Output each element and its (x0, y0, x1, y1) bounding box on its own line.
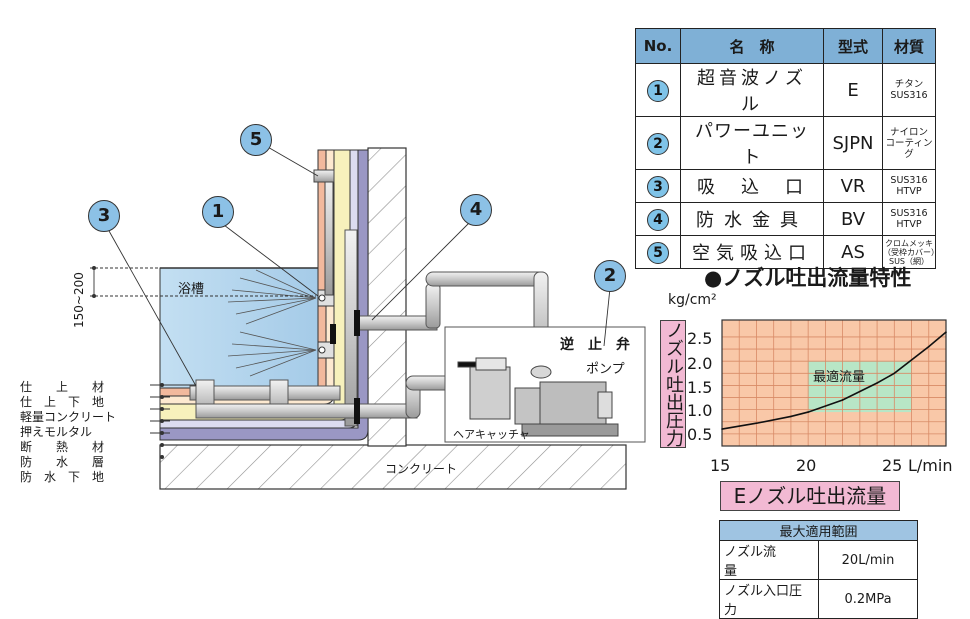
row-number-badge: 1 (647, 79, 669, 102)
concrete-label: コンクリート (385, 462, 458, 476)
callout-2: 2 (594, 260, 626, 292)
row-type: BV (823, 202, 883, 236)
row-number-badge: 3 (647, 175, 669, 198)
row-material: クロムメッキ（受枠カバー）SUS（網） (882, 235, 939, 269)
row-type: E (823, 63, 883, 117)
wall-fitting-lower (354, 398, 360, 424)
y-tick-label: 1.5 (687, 378, 713, 397)
optimal-flow-label: 最適流量 (813, 370, 866, 385)
x-tick-label: 15 (710, 456, 731, 475)
callout-1: 1 (202, 196, 234, 228)
y-tick-label: 2.0 (687, 354, 713, 373)
spec-table-header: No. 名 称 型式 材質 (635, 28, 936, 64)
table-row: ノズル入口圧力 0.2MPa (719, 579, 918, 619)
y-tick-label: 1.0 (687, 401, 713, 420)
check-valve-label: 逆 止 弁 (560, 337, 630, 353)
power-unit (457, 357, 619, 437)
max-range-table: 最大適用範囲 ノズル流 量 20L/min ノズル入口圧力 0.2MPa (719, 520, 918, 619)
layer-waterproof-base: 防 水 下 地 (20, 470, 105, 484)
plot-frame (721, 319, 947, 447)
row-material: ナイロンコーティング (882, 116, 936, 170)
range-value: 0.2MPa (818, 579, 918, 619)
layer-insulation: 断 熱 材 (20, 440, 105, 454)
row-name: 吸 込 口 (680, 169, 824, 203)
data-point (807, 411, 809, 413)
row-name: パワーユニット (680, 116, 824, 170)
row-type: SJPN (823, 116, 883, 170)
layer-light-concrete: 軽量コンクリート (20, 410, 117, 424)
range-label: ノズル入口圧力 (719, 579, 819, 619)
data-point (755, 422, 758, 425)
layer-finish: 仕 上 材 (20, 380, 105, 394)
row-name: 空気吸込口 (680, 235, 824, 269)
header-name: 名 称 (680, 28, 824, 64)
table-row: 2 パワーユニット SJPN ナイロンコーティング (635, 116, 936, 170)
wall-fitting (354, 310, 360, 336)
row-number-badge: 4 (647, 208, 669, 231)
range-label: ノズル流 量 (719, 540, 819, 580)
header-no: No. (635, 28, 681, 64)
y-axis-unit: kg/cm² (668, 292, 717, 308)
row-number-badge: 5 (647, 241, 669, 264)
y-tick-label: 0.5 (687, 425, 713, 444)
data-point (927, 345, 930, 348)
data-point (893, 372, 896, 375)
range-value: 20L/min (818, 540, 918, 580)
piping (189, 229, 549, 427)
pump-label: ポンプ (586, 362, 625, 377)
range-table-title: 最大適用範囲 (719, 520, 918, 541)
air-intake-pipe (313, 169, 335, 296)
data-point (841, 399, 844, 401)
table-row: 5 空気吸込口 AS クロムメッキ（受枠カバー）SUS（網） (635, 235, 939, 269)
concrete-floor (159, 444, 627, 490)
chart-title: ●ノズル吐出流量特性 (704, 266, 912, 290)
row-number-badge: 2 (647, 132, 669, 155)
y-tick-label: 2.5 (687, 329, 713, 348)
data-point (790, 415, 792, 418)
row-name: 超音波ノズル (680, 63, 824, 117)
installation-diagram (90, 144, 646, 490)
x-axis-unit: L/min (908, 456, 953, 475)
layer-finish-base: 仕 上 下 地 (20, 395, 105, 409)
callout-3: 3 (88, 200, 120, 232)
data-point (721, 428, 723, 430)
chart-plot (721, 319, 947, 447)
row-name: 防水金具 (680, 202, 824, 236)
callout-4: 4 (460, 194, 492, 226)
x-axis-label: Eノズル吐出流量 (720, 481, 900, 511)
x-tick-label: 20 (796, 456, 817, 475)
layer-mortar: 押えモルタル (20, 425, 93, 439)
nozzle-spray (227, 269, 317, 377)
nozzle-units (317, 289, 335, 359)
data-point (876, 382, 878, 384)
hair-catcher-label: ヘアキャッチャ (453, 428, 530, 441)
row-type: AS (823, 235, 883, 269)
data-point (945, 331, 947, 333)
nozzle-fitting (330, 324, 336, 344)
layer-waterproof: 防 水 層 (20, 455, 105, 469)
x-tick-label: 25 (882, 456, 903, 475)
header-type: 型式 (823, 28, 883, 64)
concrete-wall (367, 147, 407, 447)
table-row: ノズル流 量 20L/min (719, 540, 918, 580)
y-axis-label: ノズル吐出圧力 (660, 320, 686, 448)
tub-label: 浴槽 (178, 282, 205, 297)
header-material: 材質 (882, 28, 936, 64)
callout-5: 5 (240, 124, 272, 156)
